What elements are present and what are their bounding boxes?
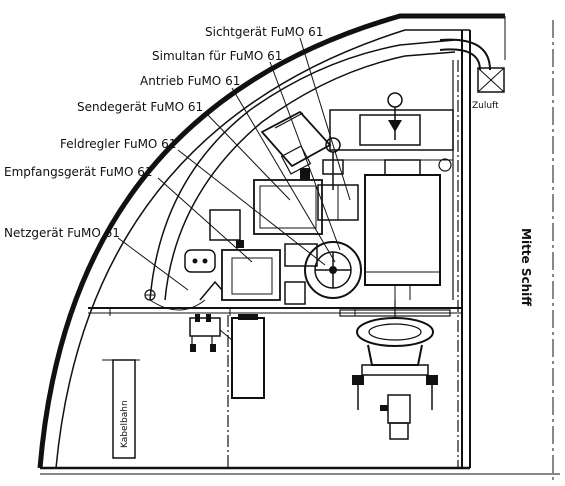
label-empfangsgeraet: Empfangsgerät FuMO 61 — [4, 165, 152, 179]
label-antrieb: Antrieb FuMO 61 — [140, 74, 240, 88]
sendegeraet-unit — [253, 168, 323, 235]
lower-electrical — [189, 314, 265, 399]
zuluft-label: Zuluft — [472, 101, 499, 111]
lower-pedestal — [339, 300, 451, 440]
label-simultan: Simultan für FuMO 61 — [152, 49, 282, 63]
hull-outline — [37, 13, 560, 480]
cable-channel — [149, 39, 456, 311]
antrieb-drum — [284, 241, 362, 299]
air-duct — [439, 38, 505, 93]
leader-lines — [117, 37, 351, 291]
main-cabinet — [364, 159, 441, 300]
antrieb-column — [317, 137, 359, 221]
empfangsgeraet-unit — [209, 209, 306, 305]
mid-deck — [88, 307, 462, 316]
lower-structure — [102, 60, 459, 468]
hull-fitting — [144, 249, 223, 301]
label-feldregler: Feldregler FuMO 61 — [60, 137, 176, 151]
label-sichtgeraet: Sichtgerät FuMO 61 — [205, 25, 323, 39]
kabelbahn-label: Kabelbahn — [120, 400, 130, 448]
label-sendegeraet: Sendegerät FuMO 61 — [77, 100, 203, 114]
sichtgeraet-unit — [260, 110, 332, 175]
upper-rack — [329, 60, 454, 300]
label-netzgeraet: Netzgerät FuMO 61 — [4, 226, 120, 240]
label-mitte-schiff: Mitte Schiff — [519, 228, 533, 306]
